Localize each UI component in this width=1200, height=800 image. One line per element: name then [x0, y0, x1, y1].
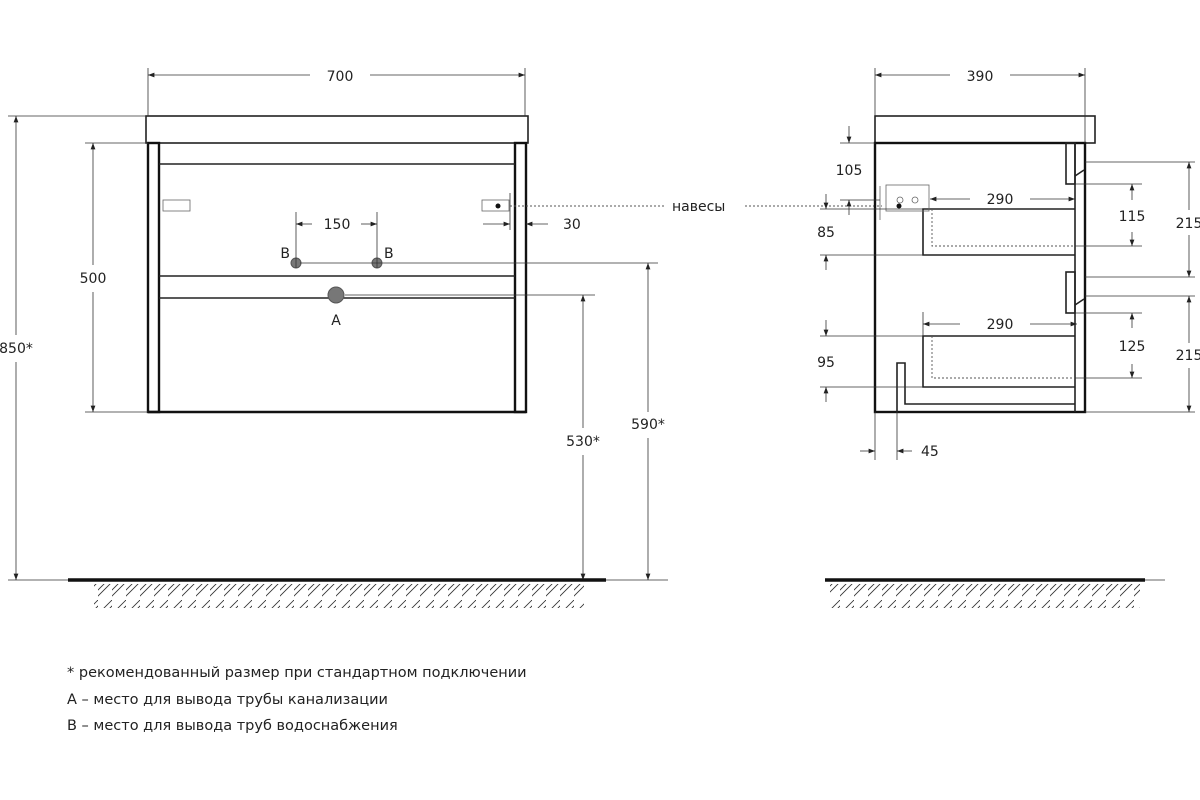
dim-hanger-offset: 30 — [563, 217, 581, 233]
label-b-left: B — [280, 246, 290, 262]
dim-drawer1-height: 115 — [1119, 209, 1146, 225]
dim-drawer2-height: 125 — [1119, 339, 1146, 355]
countertop — [145, 115, 529, 144]
drain-pipe — [327, 286, 345, 304]
dim-gap-1: 85 — [817, 225, 835, 241]
dim-width: 700 — [327, 69, 354, 85]
dim-plinth: 45 — [921, 444, 939, 460]
dim-depth: 390 — [967, 69, 994, 85]
dim-front2-height: 215 — [1176, 348, 1200, 364]
floor-hatch — [94, 584, 584, 608]
dim-gap-2: 95 — [817, 355, 835, 371]
note-drain: А – место для вывода трубы канализации — [67, 691, 388, 708]
dim-total-height: 850* — [0, 341, 33, 357]
hanger-bracket-right — [481, 199, 510, 212]
front-view: B B A 700 850* 500 150 30 навесы — [0, 68, 882, 608]
cabinet-side — [873, 141, 1087, 414]
notes: * рекомендованный размер при стандартном… — [67, 660, 527, 740]
countertop-side — [874, 115, 1096, 144]
floor-hatch-side — [830, 584, 1140, 608]
dim-water-height: 590* — [631, 417, 665, 433]
note-recommended: * рекомендованный размер при стандартном… — [67, 665, 527, 681]
label-b-right: B — [384, 246, 394, 262]
dim-drawer2-depth: 290 — [987, 317, 1014, 333]
note-water: В – место для вывода труб водоснабжения — [67, 718, 398, 734]
dim-pipe-spacing: 150 — [324, 217, 351, 233]
label-a: A — [331, 313, 341, 329]
dim-body-height: 500 — [80, 271, 107, 287]
dim-hanger-top: 105 — [836, 163, 863, 179]
hanger-bracket-left — [162, 199, 191, 212]
dim-drawer1-depth: 290 — [987, 192, 1014, 208]
dim-front1-height: 215 — [1176, 216, 1200, 232]
left-side-panel — [146, 141, 161, 414]
dim-drain-height: 530* — [566, 434, 600, 450]
hangers-label: навесы — [672, 199, 725, 215]
right-side-panel — [513, 141, 528, 414]
side-view: 390 105 85 290 95 290 115 125 — [817, 68, 1200, 608]
